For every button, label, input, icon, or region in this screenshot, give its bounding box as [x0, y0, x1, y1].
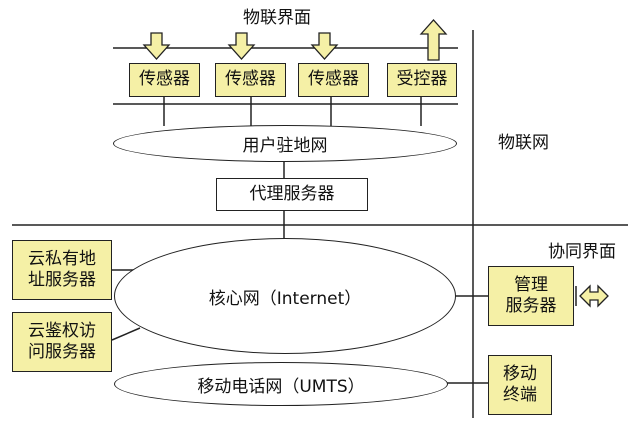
- device-box-sensor: 传感器: [298, 63, 369, 97]
- device-box-sensor: 传感器: [215, 63, 286, 97]
- management-server-line1: 管理: [514, 274, 548, 295]
- management-server: 管理 服务器: [488, 266, 574, 326]
- cloud-auth-access-server: 云鉴权访 问服务器: [12, 312, 112, 372]
- cloud-auth-access-server-line1: 云鉴权访: [28, 320, 96, 341]
- cloud-private-address-server: 云私有地 址服务器: [12, 240, 112, 300]
- management-server-line2: 服务器: [505, 296, 557, 316]
- arrow-down-icon: [142, 32, 171, 60]
- double-arrow-icon: [579, 284, 609, 308]
- collab-interface-label: 协同界面: [548, 242, 616, 262]
- device-box-actuator: 受控器: [387, 63, 457, 97]
- link-auth-to-core: [111, 327, 141, 341]
- arrow-down-icon: [227, 32, 256, 60]
- cloud-private-address-server-line1: 云私有地: [28, 248, 96, 269]
- proxy-server-box: 代理服务器: [216, 178, 368, 211]
- user-premises-network: 用户驻地网: [113, 125, 457, 162]
- iot-label: 物联网: [498, 133, 549, 153]
- mobile-terminal-line2: 终端: [503, 385, 537, 405]
- mobile-terminal-line1: 移动: [503, 363, 537, 384]
- cloud-auth-access-server-line2: 问服务器: [28, 342, 96, 362]
- mobile-terminal: 移动 终端: [488, 355, 552, 415]
- mobile-network: 移动电话网（UMTS）: [114, 362, 448, 406]
- cloud-private-address-server-line2: 址服务器: [28, 270, 96, 290]
- device-box-sensor: 传感器: [129, 63, 200, 97]
- iot-interface-label: 物联界面: [243, 8, 311, 28]
- arrow-up-icon: [419, 19, 448, 61]
- core-network: 核心网（Internet）: [114, 238, 456, 354]
- arrow-down-icon: [310, 32, 339, 60]
